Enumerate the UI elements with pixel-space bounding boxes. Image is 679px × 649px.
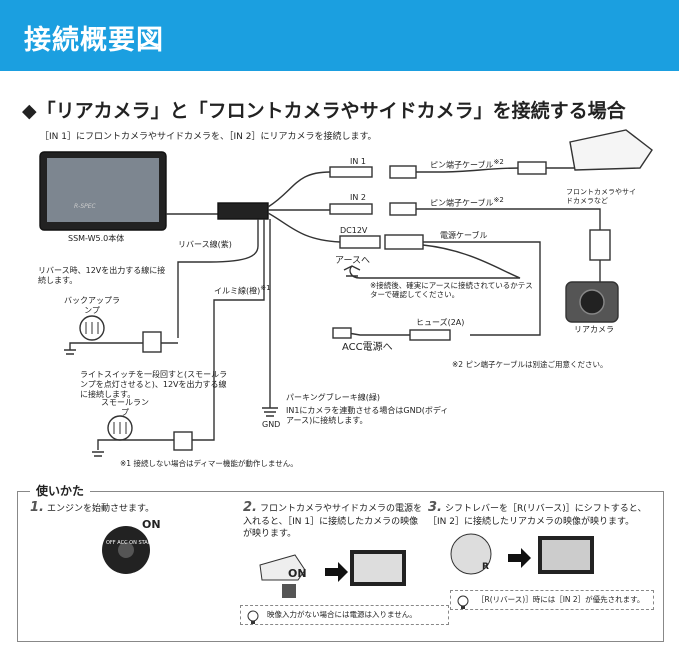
step-3-illustration [450, 533, 594, 575]
on-label: ON [142, 518, 161, 531]
step-2: 2.フロントカメラやサイドカメラの電源を入れると、［IN 1］に接続したカメラの… [243, 500, 422, 539]
page-title: 接続概要図 [24, 25, 164, 56]
parking-note: IN1にカメラを連動させる場合はGND(ボディアース)に接続します。 [286, 406, 449, 425]
shift-r-label: R [482, 562, 489, 572]
section-title: ◆「リアカメラ」と「フロントカメラやサイドカメラ」を接続する場合 [22, 100, 626, 122]
ground-to-label: アースへ [335, 256, 371, 266]
pin-cable-label-2: ピン端子ケーブル※2 [430, 196, 504, 208]
harness-connector [217, 202, 269, 220]
step-1: 1.エンジンを始動させます。 [30, 500, 155, 515]
usage-title: 使いかた [30, 482, 91, 499]
monitor-label: SSM-W5.0本体 [68, 234, 125, 243]
rear-camera-label: リアカメラ [574, 325, 614, 334]
illumi-wire-label: イルミ線(橙)※1 [214, 284, 271, 296]
header-bar: 接続概要図 [0, 0, 679, 71]
step-2-tip: 映像入力がない場合には電源は入りません。 [240, 605, 449, 625]
lightbulb-icon [247, 610, 259, 624]
pin-cable-label-1: ピン端子ケーブル※2 [430, 158, 504, 170]
section-note: ［IN 1］にフロントカメラやサイドカメラを、［IN 2］にリアカメラを接続しま… [40, 132, 377, 142]
step-3-tip: ［R(リバース)］時には［IN 2］が優先されます。 [450, 590, 654, 610]
parking-wire-label: パーキングブレーキ線(緑) [286, 393, 381, 402]
lightbulb-icon [457, 595, 469, 609]
footnote-1: ※1 接続しない場合はディマー機能が動作しません。 [120, 459, 298, 468]
fuse-label: ヒューズ(2A) [416, 318, 465, 327]
reverse-note: リバース時、12Vを出力する線に接続します。 [38, 266, 166, 285]
power-cable-label: 電源ケーブル [440, 231, 488, 240]
footnote-2: ※2 ピン端子ケーブルは別途ご用意ください。 [452, 360, 608, 369]
ignition-key-icon [102, 526, 150, 574]
step-3: 3.シフトレバーを［R(リバース)］にシフトすると、［IN 2］に接続したリアカ… [428, 500, 647, 527]
light-note: ライトスイッチを一段回すと(スモールランプを点灯させると)、12Vを出力する線に… [80, 370, 228, 399]
step-2-on: ON [288, 567, 307, 580]
monitor-logo: R-SPEC [74, 203, 96, 210]
dc12v-label: DC12V [340, 226, 368, 235]
key-text: OFF ACC ON START [106, 540, 154, 546]
in1-label: IN 1 [350, 157, 366, 166]
acc-label: ACC電源へ [342, 342, 393, 353]
backup-lamp-label: バックアップランプ [64, 296, 120, 315]
reverse-wire-label: リバース線(紫) [178, 240, 232, 249]
usage-box [17, 491, 664, 642]
ground-note: ※接続後、確実にアースに接続されているかテスターで確認してください。 [370, 281, 533, 300]
front-camera-label: フロントカメラやサイドカメラなど [566, 188, 636, 205]
gnd-label: GND [262, 420, 281, 429]
step-2-illustration [259, 550, 406, 598]
small-lamp-label: スモールランプ [101, 398, 149, 417]
monitor-screen [47, 158, 159, 222]
in2-label: IN 2 [350, 193, 366, 202]
